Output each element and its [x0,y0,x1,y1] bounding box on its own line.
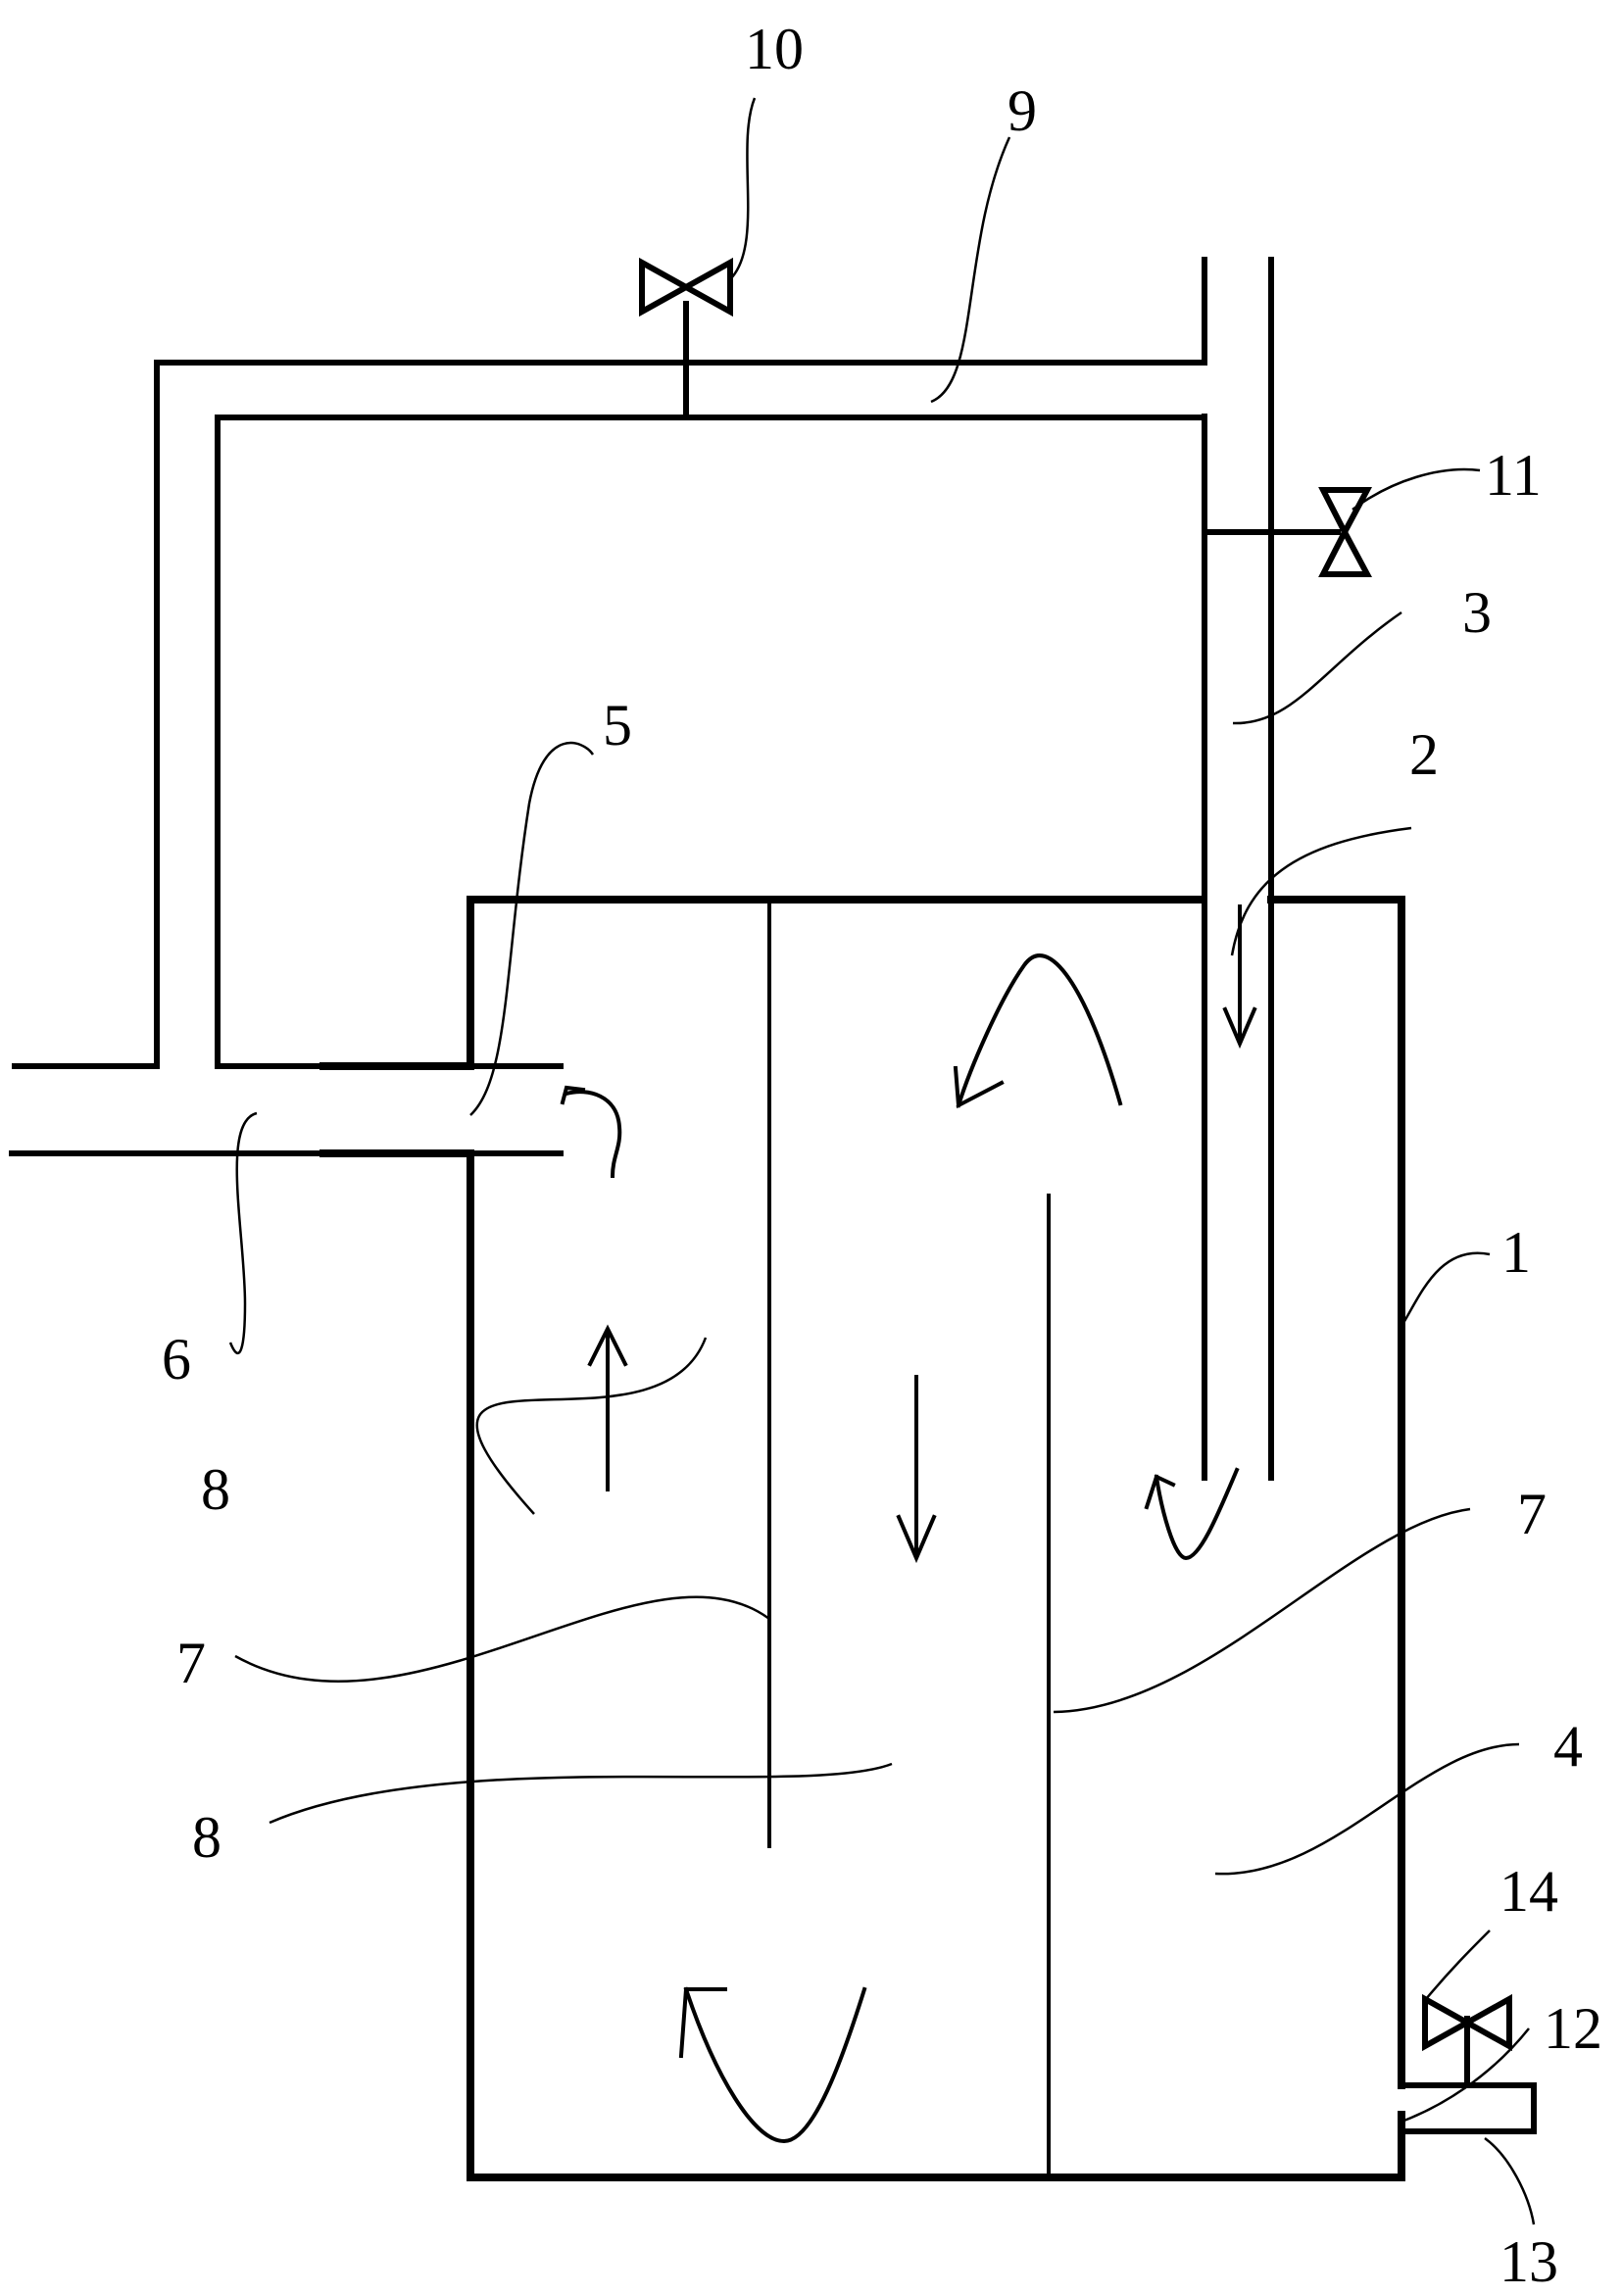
reference-labels: 1 2 3 4 5 6 7 7 8 8 9 10 11 12 13 14 [162,17,1602,2294]
valve-14 [1422,1993,1512,2088]
label-7-left: 7 [176,1631,206,1695]
label-7-right: 7 [1517,1482,1547,1546]
valve-11 [1204,487,1373,577]
label-9: 9 [1008,78,1037,143]
flow-arrow-icon [678,1986,867,2144]
label-4: 4 [1553,1714,1583,1779]
label-8-top: 8 [201,1457,230,1522]
flow-arrow-icon [1144,1467,1240,1561]
flow-arrow-icon [896,1375,937,1564]
label-12: 12 [1544,1996,1602,2061]
label-5: 5 [603,693,632,757]
leader-lines [228,97,1536,2225]
label-2: 2 [1409,722,1439,787]
bypass-pipe [154,360,1207,1069]
flow-arrows [560,904,1257,2144]
flow-arrow-icon [560,1085,622,1179]
baffles [767,902,1051,2175]
label-1: 1 [1501,1220,1531,1285]
label-10: 10 [745,17,804,81]
flow-arrow-icon [587,1324,628,1491]
inlet-pipe [1202,257,1274,1481]
valve-10 [639,257,733,420]
label-8-bottom: 8 [192,1805,221,1870]
label-13: 13 [1499,2229,1558,2294]
outlet-pipe [9,1062,564,1157]
tank-body [467,896,1537,2181]
label-3: 3 [1462,580,1492,645]
label-6: 6 [162,1327,191,1392]
label-11: 11 [1485,443,1542,508]
label-14: 14 [1499,1859,1558,1924]
flow-arrow-icon [953,953,1123,1109]
